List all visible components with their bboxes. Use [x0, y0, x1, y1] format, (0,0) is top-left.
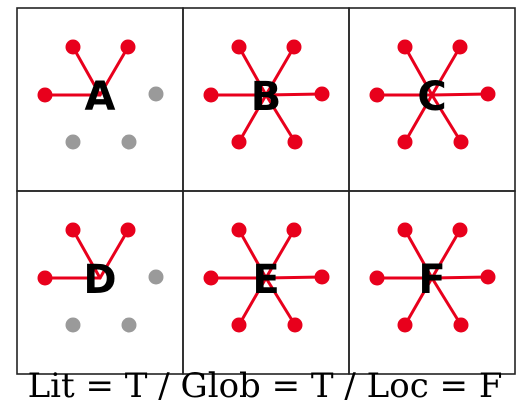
node-f-left-active	[369, 270, 385, 286]
node-a-right-inactive	[148, 86, 164, 102]
edge-e-right	[264, 275, 324, 280]
cell-d-label: D	[83, 257, 116, 303]
node-b-upper-left-active	[231, 39, 247, 55]
edge-e-upper-right	[264, 228, 296, 280]
node-c-lower-right-active	[453, 134, 469, 150]
node-e-left-active	[203, 270, 219, 286]
node-a-upper-left-active	[65, 39, 81, 55]
edge-b-upper-left	[237, 45, 268, 97]
node-e-right-active	[314, 269, 330, 285]
cell-f: F	[348, 190, 516, 375]
node-d-lower-left-inactive	[65, 317, 81, 333]
node-d-upper-left-active	[65, 222, 81, 238]
node-f-upper-right-active	[452, 222, 468, 238]
edge-b-lower-right	[264, 93, 297, 144]
cell-b: B	[182, 7, 350, 192]
node-e-lower-left-active	[231, 317, 247, 333]
node-c-right-active	[480, 86, 496, 102]
edge-e-lower-right	[264, 276, 297, 327]
node-f-right-active	[480, 269, 496, 285]
cell-f-label: F	[418, 257, 445, 303]
node-e-lower-right-active	[287, 317, 303, 333]
node-d-right-inactive	[148, 269, 164, 285]
node-b-left-active	[203, 87, 219, 103]
cell-d: D	[16, 190, 184, 375]
node-c-upper-right-active	[452, 39, 468, 55]
node-b-upper-right-active	[286, 39, 302, 55]
edge-b-lower-left	[237, 93, 268, 144]
cell-b-label: B	[251, 74, 282, 120]
edge-a-upper-left	[71, 45, 102, 97]
edge-f-lower-left	[403, 276, 434, 327]
edge-d-upper-right	[98, 228, 130, 280]
node-c-lower-left-active	[397, 134, 413, 150]
cell-a-label: A	[85, 74, 116, 120]
edge-d-upper-left	[71, 228, 102, 280]
node-b-right-active	[314, 86, 330, 102]
node-f-upper-left-active	[397, 222, 413, 238]
node-f-lower-left-active	[397, 317, 413, 333]
edge-a-upper-right	[98, 45, 130, 97]
node-a-lower-right-inactive	[121, 134, 137, 150]
cell-a: A	[16, 7, 184, 192]
node-c-left-active	[369, 87, 385, 103]
cell-e: E	[182, 190, 350, 375]
edge-e-upper-left	[237, 228, 268, 280]
cell-f-border	[348, 190, 516, 375]
edge-f-right	[430, 275, 490, 280]
node-b-lower-right-active	[287, 134, 303, 150]
edge-c-lower-right	[430, 93, 463, 144]
edge-b-right	[264, 92, 324, 97]
edge-e-lower-left	[237, 276, 268, 327]
node-d-upper-right-active	[120, 222, 136, 238]
node-f-lower-right-active	[453, 317, 469, 333]
node-a-upper-right-active	[120, 39, 136, 55]
node-d-lower-right-inactive	[121, 317, 137, 333]
edge-c-upper-right	[430, 45, 462, 97]
edge-b-upper-right	[264, 45, 296, 97]
cell-c-label: C	[417, 74, 446, 120]
edge-f-lower-right	[430, 276, 463, 327]
edge-c-lower-left	[403, 93, 434, 144]
node-a-left-active	[37, 87, 53, 103]
edge-c-upper-left	[403, 45, 434, 97]
node-e-upper-left-active	[231, 222, 247, 238]
edge-f-upper-right	[430, 228, 462, 280]
cell-e-label: E	[252, 257, 279, 303]
node-c-upper-left-active	[397, 39, 413, 55]
cell-c: C	[348, 7, 516, 192]
edge-c-right	[430, 92, 490, 97]
caption: Lit = T / Glob = T / Loc = F	[27, 366, 503, 406]
node-a-lower-left-inactive	[65, 134, 81, 150]
node-e-upper-right-active	[286, 222, 302, 238]
node-b-lower-left-active	[231, 134, 247, 150]
node-d-left-active	[37, 270, 53, 286]
edge-f-upper-left	[403, 228, 434, 280]
